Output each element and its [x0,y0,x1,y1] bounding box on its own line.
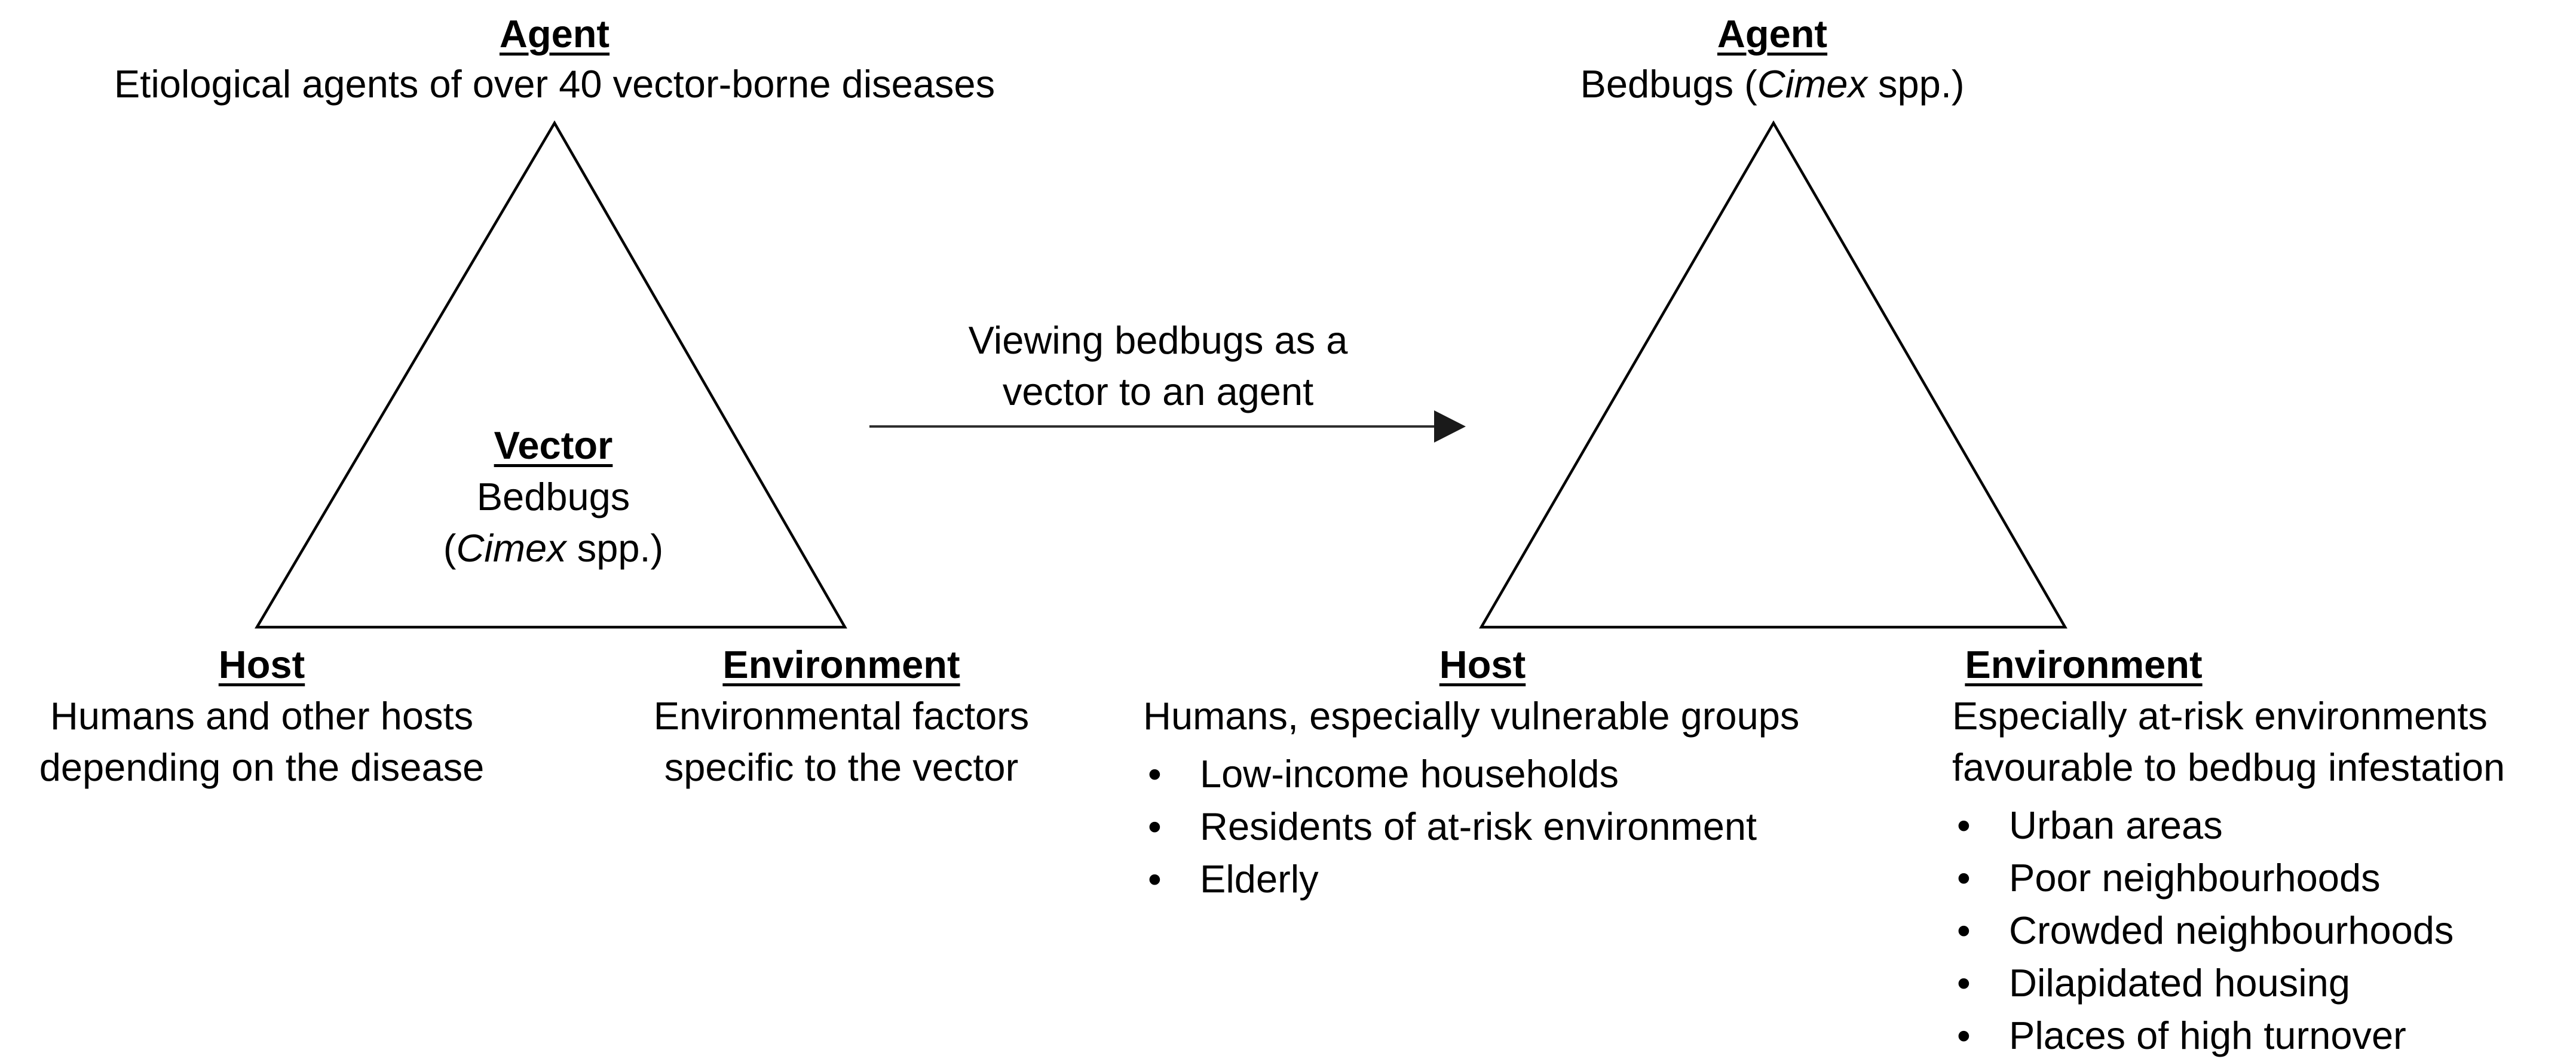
left-host-line1: Humans and other hosts [50,694,474,738]
left-agent-subtitle: Etiological agents of over 40 vector-bor… [114,62,996,106]
list-item: Places of high turnover [1952,1009,2454,1062]
left-environment-line2: specific to the vector [664,745,1019,789]
left-triangle-outline [255,120,847,629]
arrow-head-icon [1434,410,1466,443]
list-item: Crowded neighbourhoods [1952,904,2454,957]
left-vector-heading: Vector [494,423,613,467]
right-agent-subtitle-prefix: Bedbugs ( [1580,62,1757,106]
arrow-label-line1: Viewing bedbugs as a [968,318,1348,362]
list-item: Dilapidated housing [1952,957,2454,1009]
list-item: Low-income households [1143,748,1757,800]
right-host-bullet-list: Low-income households Residents of at-ri… [1143,748,1757,906]
right-agent-subtitle-species: Cimex [1757,62,1867,106]
left-environment-line1: Environmental factors [653,694,1030,738]
right-environment-bullet-list: Urban areas Poor neighbourhoods Crowded … [1952,799,2454,1062]
right-agent-heading: Agent [1717,12,1828,56]
left-vector-line2-prefix: ( [443,526,457,570]
left-environment-description: Environmental factors specific to the ve… [654,690,1030,793]
right-host-heading: Host [1439,643,1526,686]
right-agent-subtitle-suffix: spp.) [1867,62,1965,106]
left-host-description: Humans and other hosts depending on the … [39,690,485,793]
list-item: Urban areas [1952,799,2454,852]
left-agent-heading: Agent [499,12,610,56]
right-environment-intro-line2: favourable to bedbug infestation [1952,745,2505,789]
left-vector-line1: Bedbugs [476,475,630,518]
left-host-line2: depending on the disease [39,745,485,789]
arrow-label-line2: vector to an agent [1002,370,1314,413]
list-item: Elderly [1143,853,1757,906]
left-vector-line2: (Cimex spp.) [443,523,663,574]
list-item: Poor neighbourhoods [1952,852,2454,904]
left-vector-line2-suffix: spp.) [566,526,664,570]
left-vector-label: Vector Bedbugs (Cimex spp.) [443,420,663,574]
arrow-label: Viewing bedbugs as a vector to an agent [969,315,1348,418]
left-vector-line2-species: Cimex [456,526,566,570]
right-environment-intro: Especially at-risk environments favourab… [1952,690,2505,793]
right-triangle-outline [1479,120,2067,629]
right-environment-heading: Environment [1965,643,2203,686]
right-host-intro: Humans, especially vulnerable groups [1143,694,1800,738]
right-environment-intro-line1: Especially at-risk environments [1952,694,2488,738]
list-item: Residents of at-risk environment [1143,800,1757,853]
left-environment-heading: Environment [722,643,960,686]
left-host-heading: Host [218,643,305,686]
right-agent-subtitle: Bedbugs (Cimex spp.) [1580,59,1964,110]
